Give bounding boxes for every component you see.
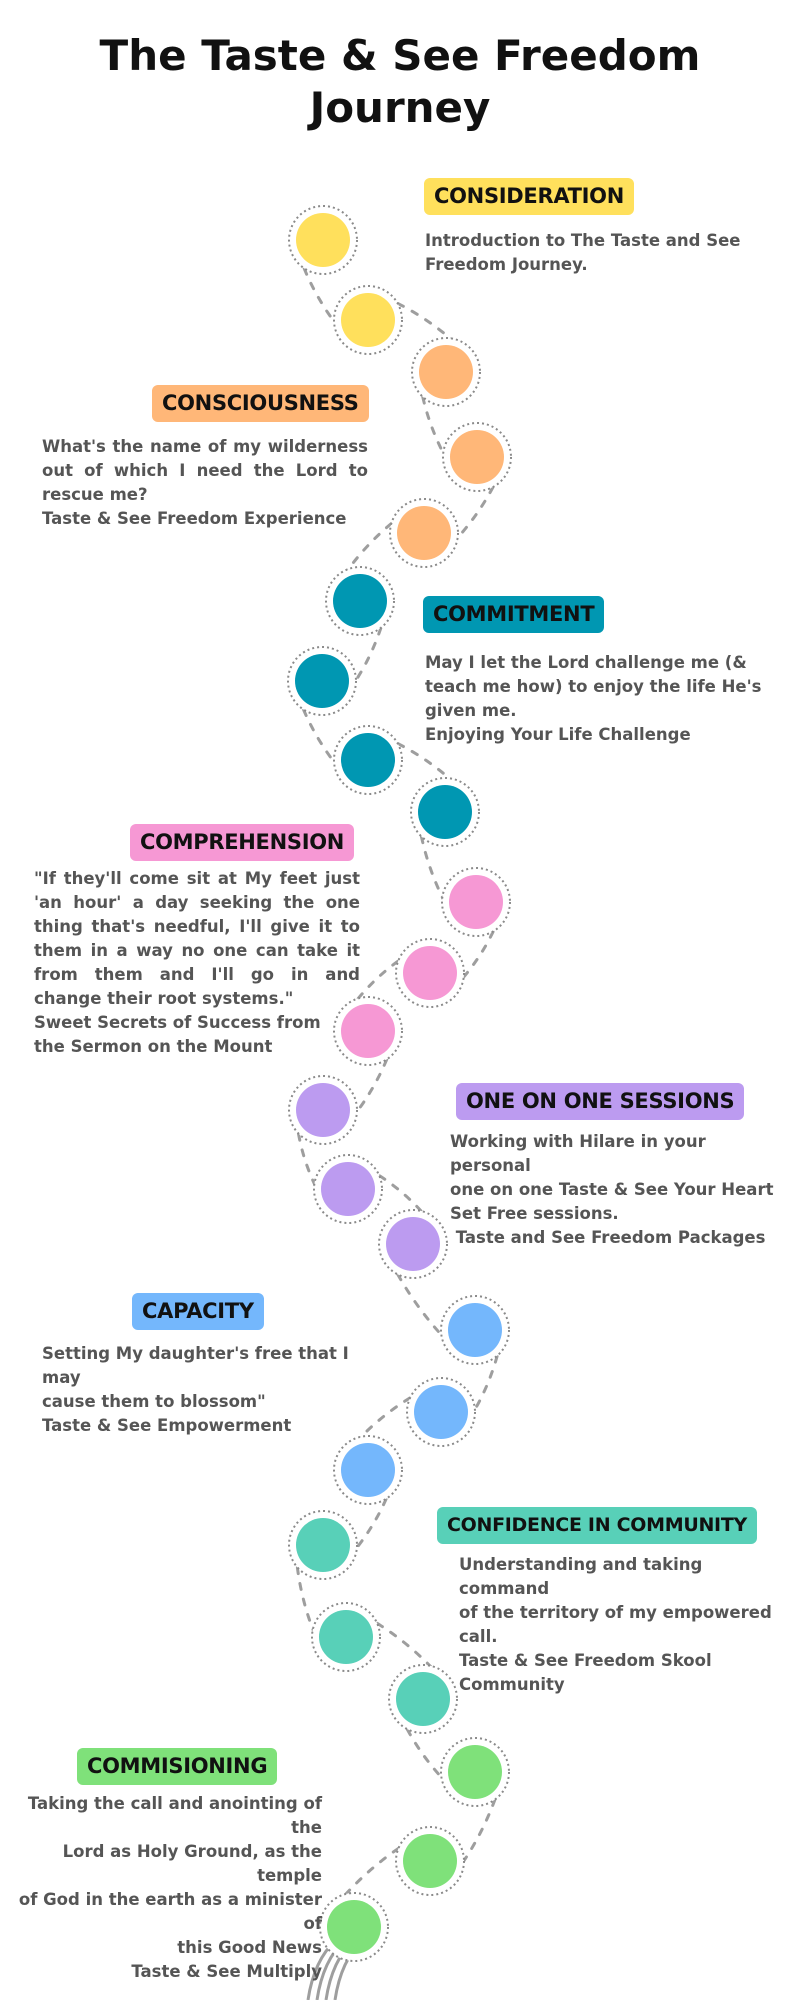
step-circle xyxy=(448,1745,502,1799)
desc-line: "If they'll come sit at My feet just 'an… xyxy=(34,869,360,1008)
desc-line: May I let the Lord challenge me (& xyxy=(425,653,747,672)
step-circle xyxy=(341,293,395,347)
step-circle xyxy=(414,1385,468,1439)
desc-line: Sweet Secrets of Success from xyxy=(34,1013,321,1032)
step-circle xyxy=(319,1610,373,1664)
step-circle xyxy=(341,1443,395,1497)
desc-line: Understanding and taking command xyxy=(459,1555,703,1598)
step-circle xyxy=(341,733,395,787)
step-circle xyxy=(333,574,387,628)
badge-comprehension: COMPREHENSION xyxy=(130,824,355,861)
desc-line: Setting My daughter's free that I may xyxy=(42,1344,349,1387)
desc-line: Community xyxy=(459,1675,565,1694)
step-circle xyxy=(396,1672,450,1726)
desc-line: Lord as Holy Ground, as the temple xyxy=(62,1842,322,1885)
badge-consideration: CONSIDERATION xyxy=(424,178,635,215)
desc-consideration: Introduction to The Taste and See Freedo… xyxy=(425,229,755,277)
desc-line: cause them to blossom" xyxy=(42,1392,266,1411)
desc-line: Freedom Journey. xyxy=(425,255,588,274)
step-circle xyxy=(448,1303,502,1357)
desc-line: given me. xyxy=(425,701,517,720)
step-circle xyxy=(327,1900,381,1954)
step-circle xyxy=(397,506,451,560)
desc-line: Introduction to The Taste and See xyxy=(425,231,741,250)
title-line-1: The Taste & See Freedom xyxy=(99,31,701,80)
path-connector xyxy=(334,1838,414,1908)
desc-line: Taking the call and anointing of the xyxy=(27,1794,322,1837)
step-circle xyxy=(295,654,349,708)
step-circle xyxy=(403,1834,457,1888)
step-circle xyxy=(386,1217,440,1271)
step-circle xyxy=(321,1162,375,1216)
desc-comprehension: "If they'll come sit at My feet just 'an… xyxy=(34,867,360,1059)
path-connector xyxy=(362,1613,443,1679)
step-circle xyxy=(450,430,504,484)
desc-line: Taste & See Freedom Experience xyxy=(42,509,347,528)
desc-line: What's the name of my wilderness out of … xyxy=(42,437,368,504)
step-circle xyxy=(419,345,473,399)
badge-capacity: CAPACITY xyxy=(132,1293,264,1330)
desc-line: the Sermon on the Mount xyxy=(34,1037,273,1056)
desc-line: Taste & See Empowerment xyxy=(42,1416,292,1435)
title-line-2: Journey xyxy=(309,83,491,132)
desc-consciousness: What's the name of my wilderness out of … xyxy=(42,435,368,531)
badge-one-on-one-sessions: ONE ON ONE SESSIONS xyxy=(456,1083,745,1120)
desc-commisioning: Taking the call and anointing of the Lor… xyxy=(8,1792,322,1984)
desc-confidence-in-community: Understanding and taking command of the … xyxy=(459,1553,789,1697)
step-circle xyxy=(418,785,472,839)
desc-line: Taste & See Multiply xyxy=(131,1962,322,1981)
step-circle xyxy=(296,1518,350,1572)
desc-commitment: May I let the Lord challenge me (& teach… xyxy=(425,651,765,747)
desc-line: of God in the earth as a minister of xyxy=(18,1890,322,1933)
desc-line: teach me how) to enjoy the life He's xyxy=(425,677,762,696)
desc-capacity: Setting My daughter's free that I may ca… xyxy=(42,1342,382,1438)
step-circle xyxy=(341,1004,395,1058)
desc-line: call. xyxy=(459,1627,498,1646)
desc-line: Taste & See Freedom Skool xyxy=(459,1651,712,1670)
page-title: The Taste & See Freedom Journey xyxy=(0,30,800,134)
step-circle xyxy=(296,1083,350,1137)
badge-consciousness: CONSCIOUSNESS xyxy=(152,385,369,422)
desc-line: of the territory of my empowered xyxy=(459,1603,772,1622)
desc-one-on-one-sessions: Working with Hilare in your personal one… xyxy=(450,1130,790,1250)
badge-confidence-in-community: CONFIDENCE IN COMMUNITY xyxy=(437,1507,757,1544)
path-connector xyxy=(453,1783,502,1876)
desc-line: Set Free sessions. xyxy=(450,1204,619,1223)
step-circle xyxy=(449,875,503,929)
desc-line: Taste and See Freedom Packages xyxy=(450,1228,766,1247)
desc-line: this Good News xyxy=(177,1938,322,1957)
badge-commisioning: COMMISIONING xyxy=(77,1748,278,1785)
step-circle xyxy=(296,213,350,267)
desc-line: one on one Taste & See Your Heart xyxy=(450,1180,774,1199)
desc-line: Enjoying Your Life Challenge xyxy=(425,725,691,744)
step-circle xyxy=(403,946,457,1000)
desc-line: Working with Hilare in your personal xyxy=(450,1132,706,1175)
badge-commitment: COMMITMENT xyxy=(423,596,605,633)
